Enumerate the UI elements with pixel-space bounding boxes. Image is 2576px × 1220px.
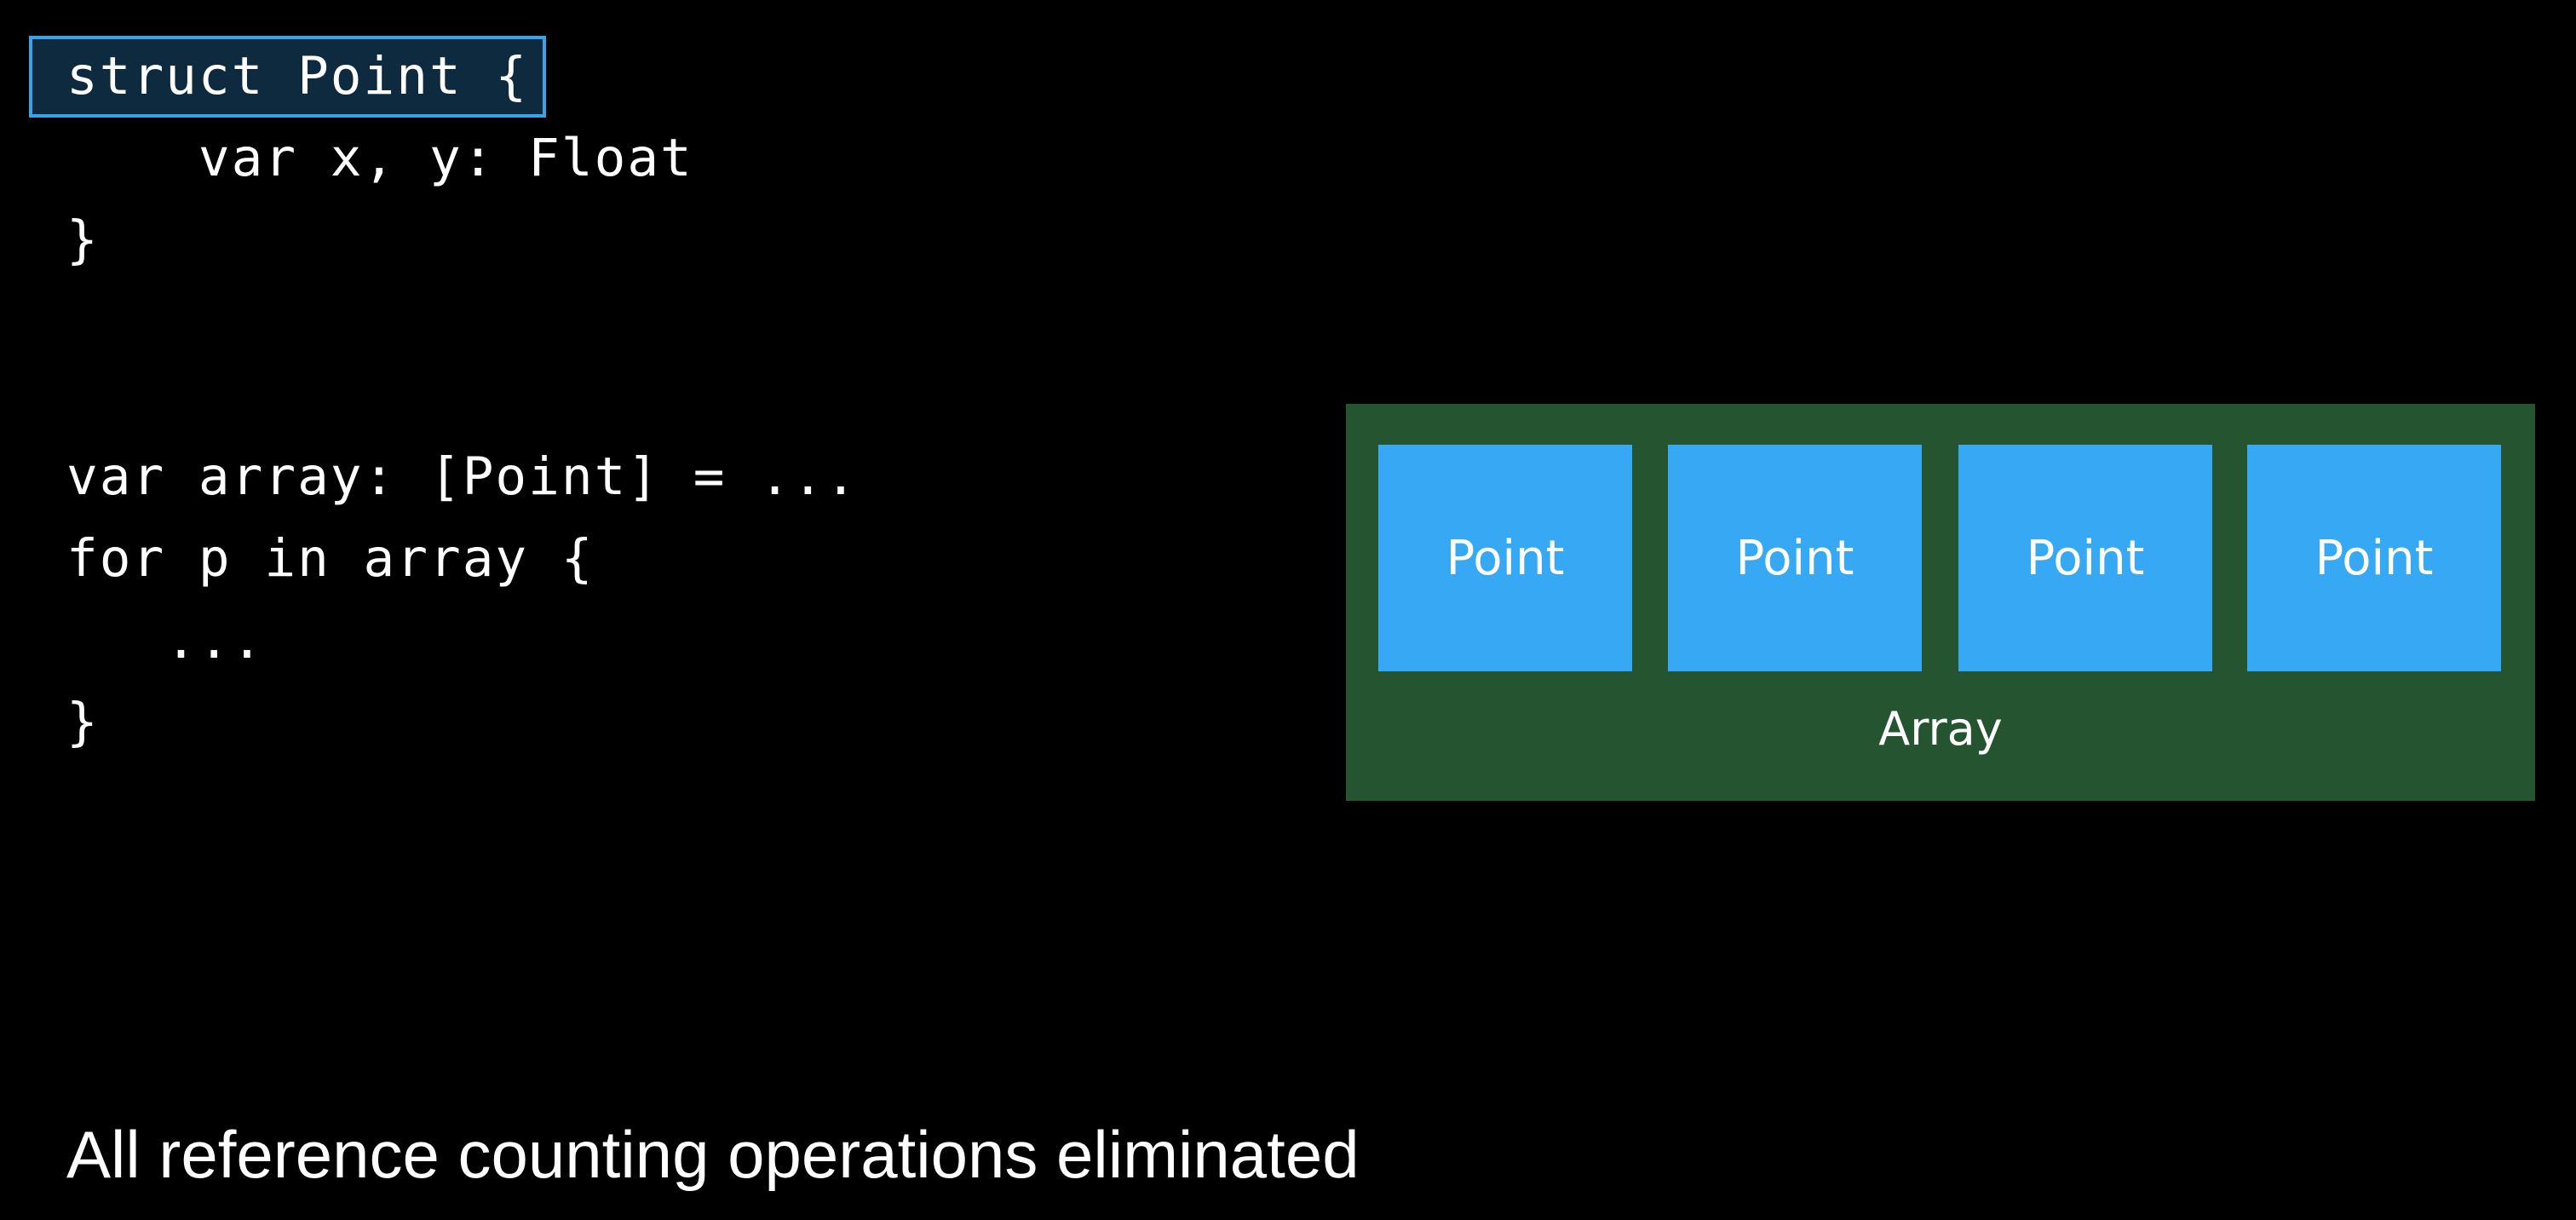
array-container: Point Point Point Point Array bbox=[1346, 404, 2535, 801]
slide-caption: All reference counting operations elimin… bbox=[66, 1117, 1360, 1192]
struct-field-line: var x, y: Float bbox=[66, 128, 693, 188]
array-label: Array bbox=[1878, 702, 2003, 756]
code-highlight-box bbox=[29, 36, 546, 118]
struct-declaration-line: struct Point { bbox=[66, 46, 529, 106]
array-declaration-line: var array: [Point] = ... bbox=[66, 446, 859, 507]
array-element-point: Point bbox=[1378, 445, 1632, 671]
array-element-point: Point bbox=[1958, 445, 2212, 671]
loop-closing-brace: } bbox=[66, 692, 100, 752]
array-element-point: Point bbox=[2247, 445, 2501, 671]
array-element-point: Point bbox=[1668, 445, 1922, 671]
for-loop-line: for p in array { bbox=[66, 528, 595, 589]
struct-closing-brace: } bbox=[66, 210, 100, 270]
loop-body-ellipsis: ... bbox=[66, 610, 265, 670]
